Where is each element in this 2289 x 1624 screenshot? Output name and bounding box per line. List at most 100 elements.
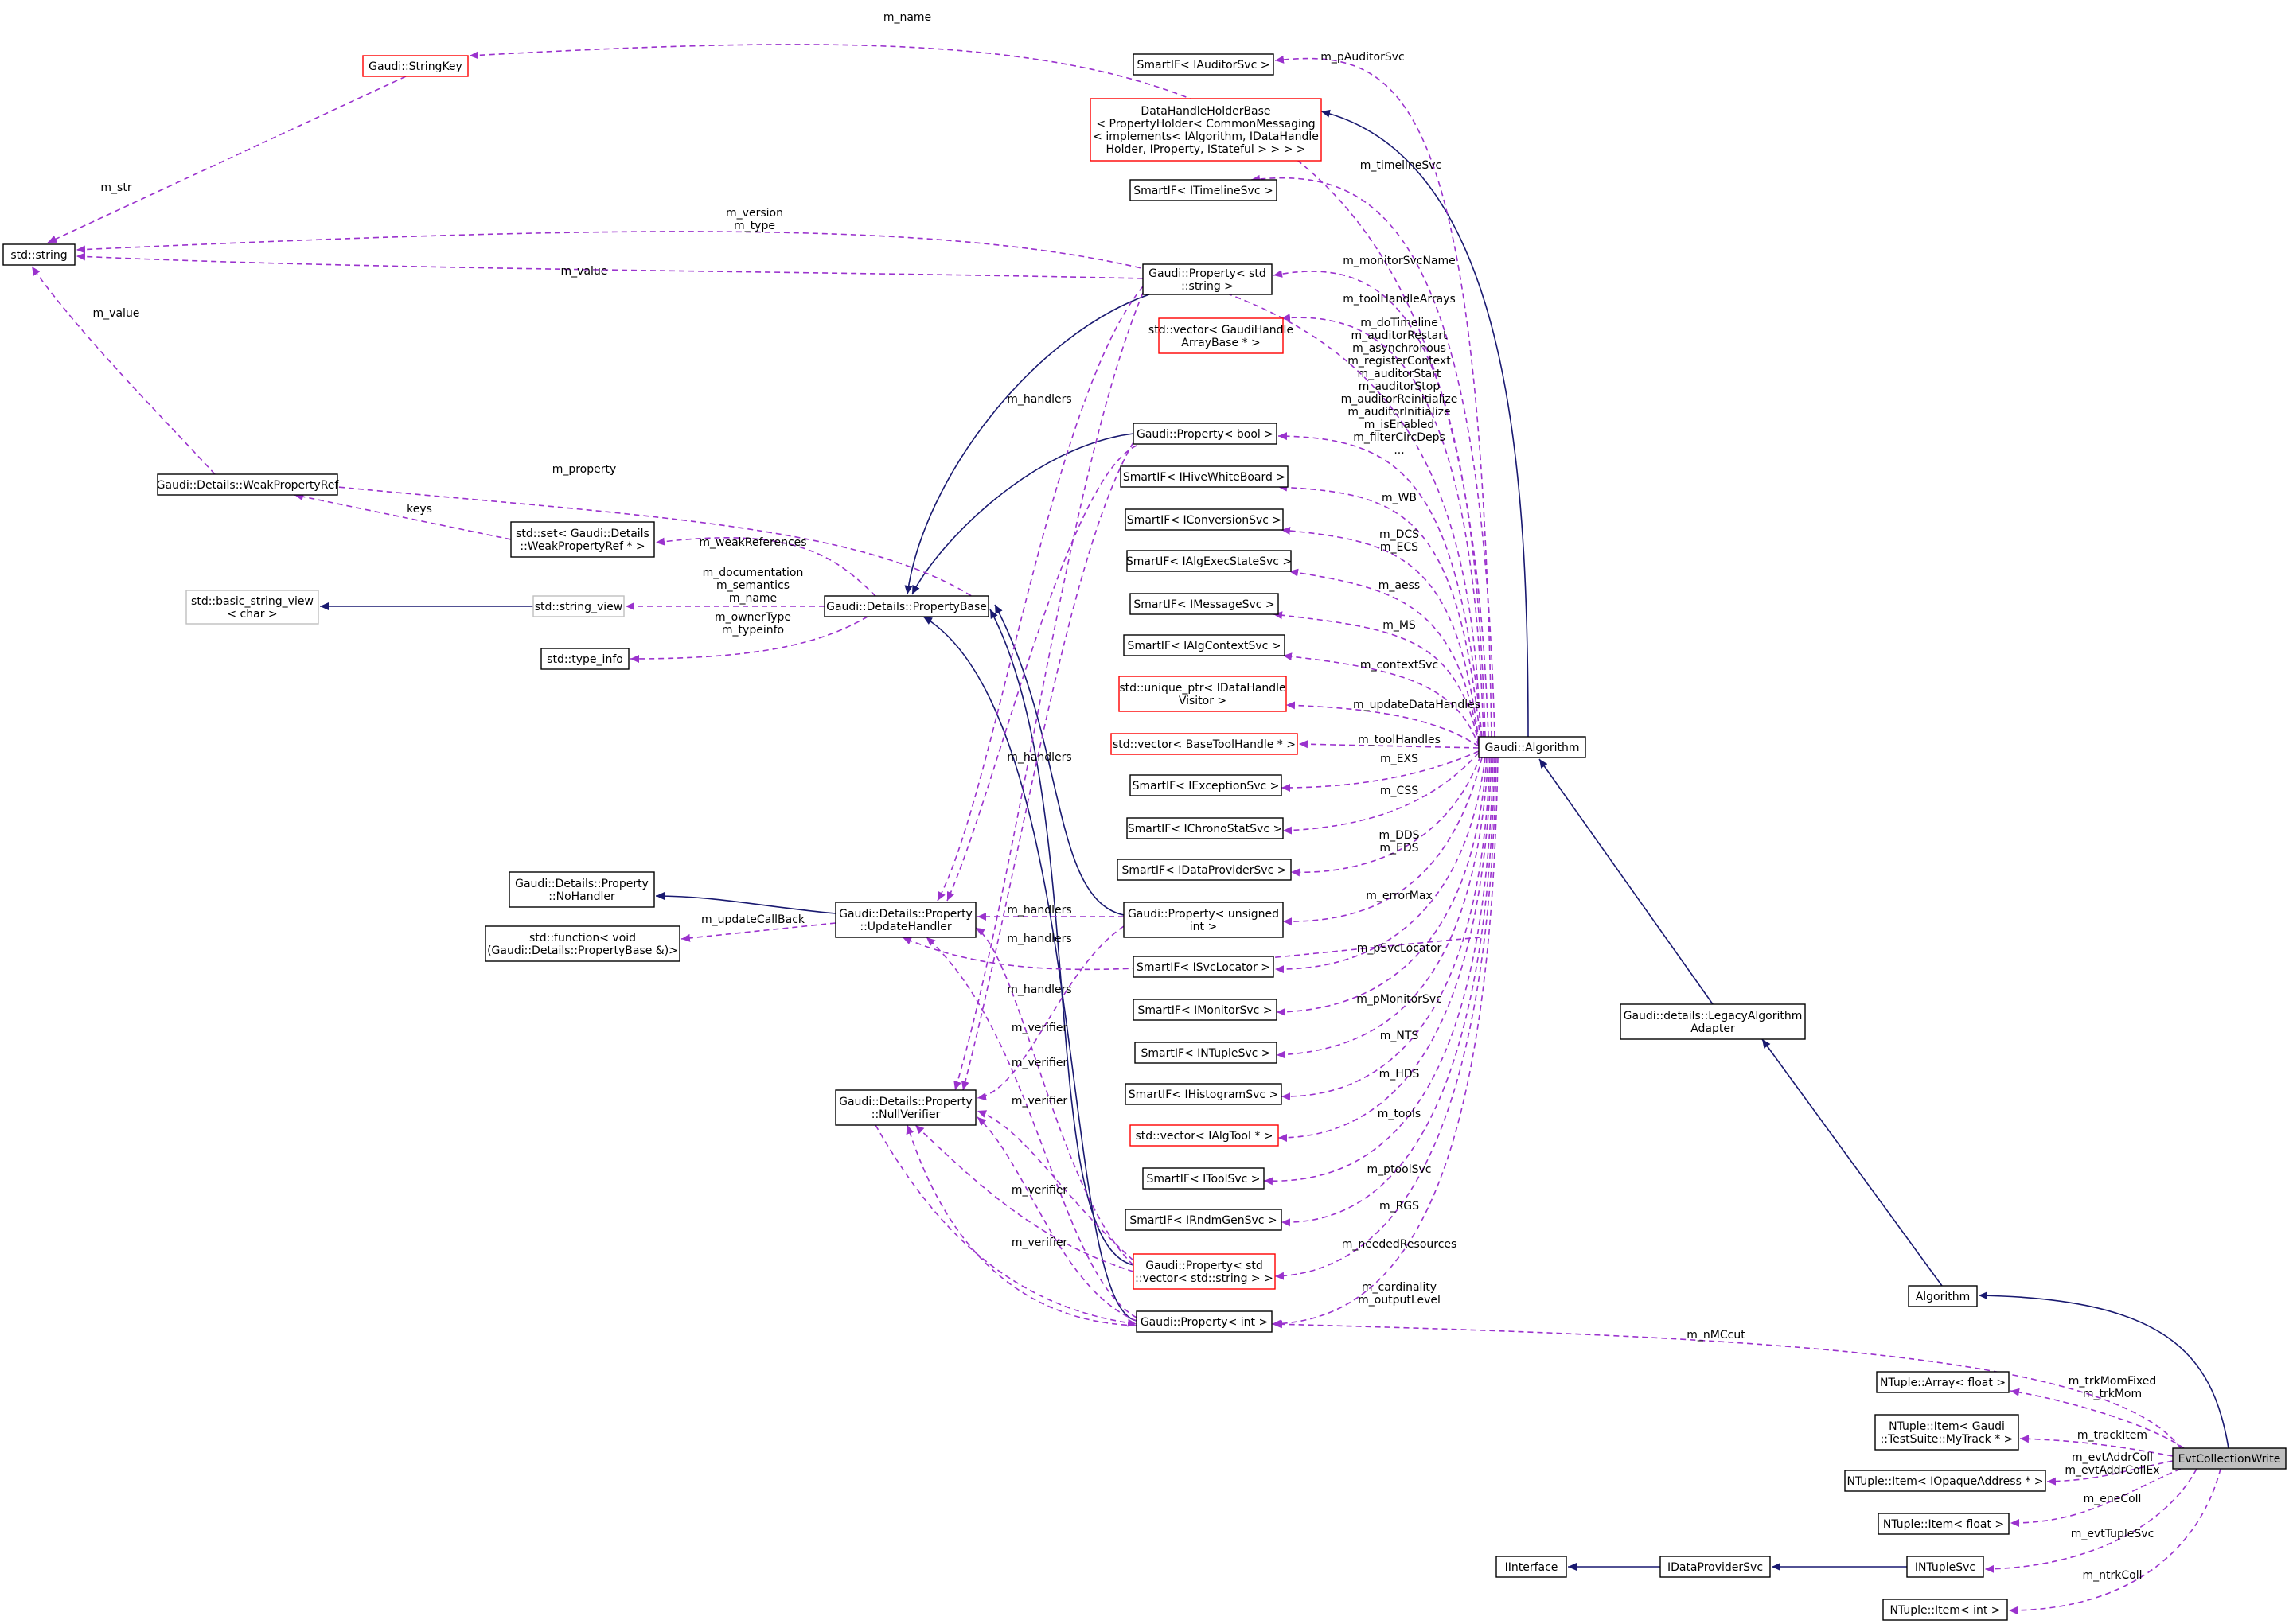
- member-edge: [1276, 757, 1489, 1059]
- edge-label-m-ms: m_MS: [1382, 619, 1416, 632]
- edge-label-line: m_evtAddrColl: [2072, 1451, 2153, 1464]
- edge-label-m-hds: m_HDS: [1379, 1068, 1420, 1081]
- node-monitorsvc[interactable]: SmartIF< IMonitorSvc >: [1133, 999, 1277, 1021]
- node-convsvc[interactable]: SmartIF< IConversionSvc >: [1125, 508, 1284, 531]
- node-label-line: std::basic_string_view: [191, 595, 314, 608]
- node-vecbasetool[interactable]: std::vector< BaseToolHandle * >: [1110, 733, 1298, 755]
- node-label: IDataProviderSvc: [1667, 1561, 1763, 1574]
- node-arrayfloat[interactable]: NTuple::Array< float >: [1876, 1371, 2010, 1393]
- node-algorithm_g[interactable]: Gaudi::Algorithm: [1478, 736, 1586, 758]
- node-toolsvc[interactable]: SmartIF< IToolSvc >: [1142, 1167, 1265, 1190]
- inheritance-edge: [1978, 1291, 2229, 1449]
- node-label-line: SmartIF< IHistogramSvc >: [1129, 1089, 1279, 1101]
- node-algctx[interactable]: SmartIF< IAlgContextSvc >: [1123, 634, 1285, 656]
- node-label: std::basic_string_view< char >: [191, 595, 314, 621]
- node-propbase[interactable]: Gaudi::Details::PropertyBase: [824, 595, 989, 617]
- node-excsvc[interactable]: SmartIF< IExceptionSvc >: [1129, 774, 1282, 796]
- node-label-line: (Gaudi::Details::PropertyBase &)>: [487, 944, 678, 957]
- node-itemopaque[interactable]: NTuple::Item< IOpaqueAddress * >: [1844, 1470, 2046, 1492]
- node-msgsvc[interactable]: SmartIF< IMessageSvc >: [1129, 593, 1279, 615]
- edge-label-line: m_registerContext: [1347, 355, 1451, 368]
- node-auditorsvc[interactable]: SmartIF< IAuditorSvc >: [1133, 53, 1274, 76]
- node-box: [1134, 1042, 1277, 1064]
- node-propint[interactable]: Gaudi::Property< int >: [1136, 1310, 1273, 1333]
- node-label: SmartIF< IHiveWhiteBoard >: [1123, 471, 1285, 484]
- node-label: std::vector< BaseToolHandle * >: [1113, 738, 1296, 751]
- node-label-line: SmartIF< IToolSvc >: [1146, 1173, 1260, 1186]
- node-label: NTuple::Item< Gaudi::TestSuite::MyTrack …: [1881, 1420, 2014, 1446]
- node-idataprovider[interactable]: IDataProviderSvc: [1659, 1556, 1771, 1578]
- node-label-line: std::type_info: [547, 653, 623, 666]
- member-edge: [1276, 757, 1488, 1016]
- node-label-line: Gaudi::Property< std: [1145, 1260, 1263, 1272]
- node-iinterface[interactable]: IInterface: [1495, 1556, 1567, 1578]
- node-label-line: SmartIF< IAlgContextSvc >: [1127, 640, 1281, 652]
- node-dataprovsvc[interactable]: SmartIF< IDataProviderSvc >: [1117, 859, 1292, 881]
- edge-label-line: m_trkMomFixed: [2069, 1375, 2157, 1388]
- node-intuplesvc[interactable]: INTupleSvc: [1906, 1556, 1984, 1578]
- node-histsvc[interactable]: SmartIF< IHistogramSvc >: [1125, 1083, 1282, 1105]
- node-box: [1090, 98, 1322, 162]
- node-itemmytrack[interactable]: NTuple::Item< Gaudi::TestSuite::MyTrack …: [1874, 1414, 2019, 1451]
- node-label: SmartIF< ISvcLocator >: [1137, 961, 1270, 974]
- node-nullverifier[interactable]: Gaudi::Details::Property::NullVerifier: [835, 1089, 977, 1126]
- node-nohandler[interactable]: Gaudi::Details::Property::NoHandler: [509, 871, 655, 908]
- node-svclocator[interactable]: SmartIF< ISvcLocator >: [1133, 956, 1274, 978]
- edge-label-m-handlers: m_handlers: [1007, 983, 1071, 996]
- node-ntuplesvcsi[interactable]: SmartIF< INTupleSvc >: [1134, 1042, 1277, 1064]
- node-stringview[interactable]: std::string_view: [532, 595, 625, 617]
- node-label: SmartIF< IRndmGenSvc >: [1129, 1214, 1277, 1227]
- node-propbool[interactable]: Gaudi::Property< bool >: [1133, 423, 1277, 445]
- node-label: SmartIF< IDataProviderSvc >: [1122, 864, 1287, 877]
- node-vecalgtool[interactable]: std::vector< IAlgTool * >: [1129, 1124, 1279, 1147]
- edge-label-m-contextsvc: m_contextSvc: [1360, 659, 1438, 672]
- edge-label-m-value-left: m_value: [93, 307, 140, 320]
- node-setweak[interactable]: std::set< Gaudi::Details::WeakPropertyRe…: [510, 521, 655, 558]
- node-typeinfo[interactable]: std::type_info: [540, 648, 630, 670]
- node-chronosvc[interactable]: SmartIF< IChronoStatSvc >: [1126, 817, 1284, 839]
- node-box: [835, 902, 977, 938]
- edge-label-line: m_ntrkColl: [2083, 1569, 2143, 1582]
- node-dhhb[interactable]: DataHandleHolderBase< PropertyHolder< Co…: [1090, 98, 1322, 162]
- node-propstring[interactable]: Gaudi::Property< std::string >: [1142, 263, 1273, 295]
- node-rndmsvc[interactable]: SmartIF< IRndmGenSvc >: [1125, 1209, 1282, 1231]
- node-itemfloat[interactable]: NTuple::Item< float >: [1878, 1513, 2010, 1535]
- member-edge: [2008, 1468, 2221, 1614]
- node-label-line: Gaudi::Details::WeakPropertyRef: [157, 479, 340, 492]
- node-weakpropref[interactable]: Gaudi::Details::WeakPropertyRef: [157, 473, 340, 496]
- inheritance-edge: [904, 294, 1150, 595]
- member-edge: [1281, 314, 1484, 738]
- edge-label-m-psvclocator: m_pSvcLocator: [1357, 942, 1442, 955]
- edge-label-line: m_verifier: [1012, 1057, 1068, 1069]
- node-basicsv[interactable]: std::basic_string_view< char >: [185, 590, 319, 625]
- node-label: std::string_view: [535, 601, 623, 613]
- node-itemint[interactable]: NTuple::Item< int >: [1882, 1599, 2008, 1621]
- inheritance-edge: [911, 433, 1134, 595]
- node-updatehandler[interactable]: Gaudi::Details::Property::UpdateHandler: [835, 902, 977, 938]
- node-evtcoll[interactable]: EvtCollectionWrite: [2172, 1447, 2287, 1470]
- node-hivewb[interactable]: SmartIF< IHiveWhiteBoard >: [1120, 465, 1289, 488]
- node-stringkey[interactable]: Gaudi::StringKey: [362, 55, 469, 77]
- node-stdstring[interactable]: std::string: [2, 243, 76, 266]
- node-box: [532, 595, 625, 617]
- node-stdfunction[interactable]: std::function< void(Gaudi::Details::Prop…: [485, 925, 680, 962]
- node-label-line: Adapter: [1690, 1022, 1735, 1035]
- edge-label-m-aess: m_aess: [1378, 579, 1420, 592]
- node-algorithm[interactable]: Algorithm: [1908, 1285, 1978, 1307]
- edge-label-line: m_verifier: [1012, 1022, 1068, 1034]
- node-label: Gaudi::Property< std::vector< std::strin…: [1135, 1260, 1273, 1285]
- node-box: [1118, 676, 1287, 712]
- node-propvecstring[interactable]: Gaudi::Property< std::vector< std::strin…: [1133, 1253, 1276, 1290]
- node-label-line: Gaudi::Algorithm: [1484, 742, 1579, 754]
- node-box: [1142, 263, 1273, 295]
- edge-label-m-pmonitorsvc: m_pMonitorSvc: [1356, 993, 1442, 1006]
- node-timelinesvc[interactable]: SmartIF< ITimelineSvc >: [1129, 179, 1277, 201]
- node-algexec[interactable]: SmartIF< IAlgExecStateSvc >: [1126, 550, 1292, 572]
- member-edge: [630, 616, 868, 663]
